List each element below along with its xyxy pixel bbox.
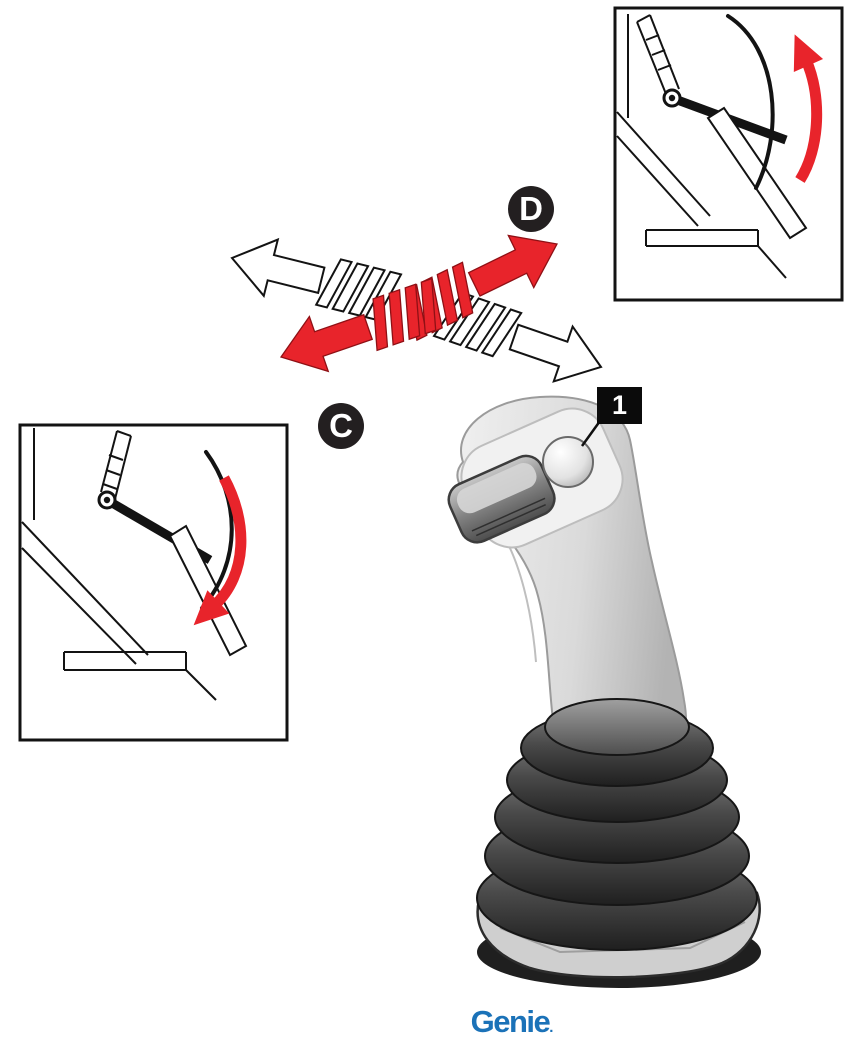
direction-badge-d: D xyxy=(508,186,554,232)
direction-badge-c: C xyxy=(318,403,364,449)
genie-logo-text: Genie xyxy=(470,1004,551,1039)
curved-red-arrow-down-icon xyxy=(193,475,247,626)
boom-raise-inset xyxy=(613,6,844,302)
genie-logo-mark: . xyxy=(549,1019,554,1036)
thumb-rocker xyxy=(447,454,556,544)
inset-border xyxy=(18,423,289,742)
callout-leader-line xyxy=(580,420,602,447)
motion-arc xyxy=(726,14,775,190)
curved-red-arrow-up-icon xyxy=(793,34,824,183)
genie-logo: Genie. xyxy=(471,1004,554,1040)
select-button xyxy=(542,436,594,488)
callout-1-label: 1 xyxy=(597,387,642,424)
direction-arrows xyxy=(223,217,612,396)
boom-line-art xyxy=(616,14,808,279)
boom-lower-inset xyxy=(18,423,289,742)
joystick-illustration xyxy=(447,395,761,988)
bellows-boot xyxy=(476,698,758,951)
